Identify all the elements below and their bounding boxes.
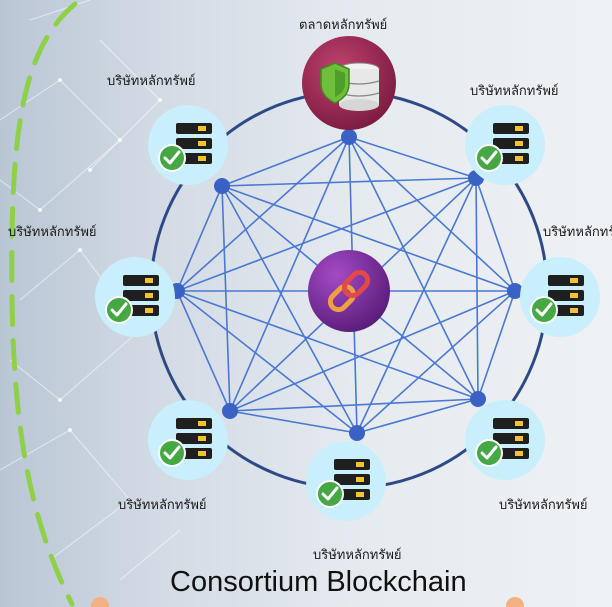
member-label-top-left: บริษัทหลักทรัพย์ xyxy=(107,74,196,89)
mesh-link xyxy=(356,177,477,434)
member-label-bottom-right: บริษัทหลักทรัพย์ xyxy=(499,498,588,513)
diagram-title: Consortium Blockchain xyxy=(170,566,467,598)
mesh-link xyxy=(475,177,516,292)
mesh-link xyxy=(221,177,477,187)
exchange-node xyxy=(302,36,396,130)
server-check-icon xyxy=(306,441,386,521)
member-label-right: บริษัทหลักทรัพย์ xyxy=(543,225,612,240)
mesh-link xyxy=(475,177,479,400)
mesh-link xyxy=(176,290,231,412)
mesh-link xyxy=(348,136,477,179)
connection-dot xyxy=(349,425,365,441)
connection-dot xyxy=(222,403,238,419)
connection-dot xyxy=(507,283,523,299)
member-label-bottom-left: บริษัทหลักทรัพย์ xyxy=(118,498,207,513)
member-label-bottom: บริษัทหลักทรัพย์ xyxy=(313,548,402,563)
mesh-link xyxy=(221,136,350,187)
mesh-link xyxy=(176,136,350,292)
mesh-link xyxy=(221,185,516,292)
mesh-link xyxy=(229,410,358,434)
server-check-icon xyxy=(465,400,545,480)
connection-dot xyxy=(470,391,486,407)
mesh-link xyxy=(221,185,358,434)
member-label-left: บริษัทหลักทรัพย์ xyxy=(8,225,97,240)
mesh-link xyxy=(348,136,516,292)
connection-dot xyxy=(341,129,357,145)
server-check-icon xyxy=(95,257,175,337)
mesh-link xyxy=(176,185,223,292)
center-node xyxy=(308,250,390,332)
mesh-link xyxy=(356,290,516,434)
server-check-icon xyxy=(148,400,228,480)
mesh-link xyxy=(176,290,358,434)
mesh-link xyxy=(229,290,516,412)
exchange-label: ตลาดหลักทรัพย์ xyxy=(299,18,388,33)
member-label-top-right: บริษัทหลักทรัพย์ xyxy=(470,84,559,99)
mesh-link xyxy=(229,398,479,412)
mesh-link xyxy=(176,177,477,292)
member-nodes xyxy=(95,105,600,521)
server-check-icon xyxy=(465,105,545,185)
connection-dot xyxy=(214,178,230,194)
mesh-link xyxy=(221,185,231,412)
server-check-icon xyxy=(520,257,600,337)
mesh-link xyxy=(176,290,479,400)
server-check-icon xyxy=(148,105,228,185)
mesh-link xyxy=(356,398,479,434)
dashed-arc xyxy=(9,1,78,607)
mesh-link xyxy=(477,290,516,400)
